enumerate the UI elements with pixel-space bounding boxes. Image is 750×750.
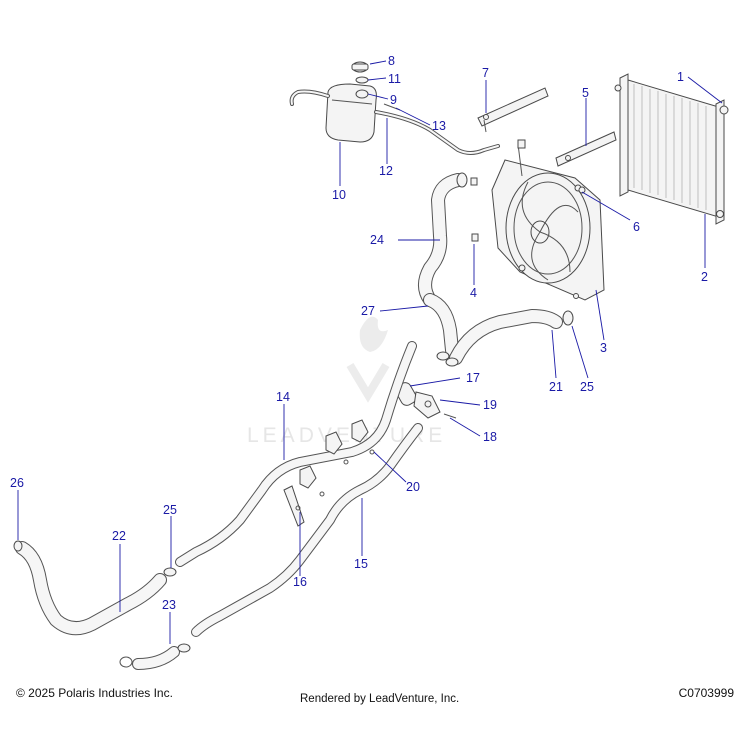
copyright-text: © 2025 Polaris Industries Inc. [16,686,173,700]
sensor-assembly [395,382,457,419]
callout-22[interactable]: 22 [112,529,126,543]
leader-lines [17,60,723,644]
callout-13[interactable]: 13 [432,119,446,133]
callout-4[interactable]: 4 [470,286,477,300]
callout-25-lower[interactable]: 25 [163,503,177,517]
radiator [614,73,729,225]
callout-20[interactable]: 20 [406,480,420,494]
hose-21 [423,293,574,367]
fastener-6 [578,186,586,194]
callout-10[interactable]: 10 [332,188,346,202]
callout-21[interactable]: 21 [549,380,563,394]
watermark-text: LEADVENTURE [247,424,446,447]
callout-23[interactable]: 23 [162,598,176,612]
callout-6[interactable]: 6 [633,220,640,234]
diagram-code: C0703999 [678,686,734,700]
callout-3[interactable]: 3 [600,341,607,355]
callout-9[interactable]: 9 [390,93,397,107]
callout-16[interactable]: 16 [293,575,307,589]
callout-17[interactable]: 17 [466,371,480,385]
callout-11[interactable]: 11 [388,72,401,86]
callout-25-upper[interactable]: 25 [580,380,594,394]
fastener-4 [470,177,479,242]
hose-15 [191,423,423,637]
bracket-side [555,131,617,167]
callout-15[interactable]: 15 [354,557,368,571]
watermark-logo [346,316,390,403]
callout-27[interactable]: 27 [361,304,375,318]
hose-14 [175,341,417,567]
callout-1[interactable]: 1 [677,70,684,84]
callout-5[interactable]: 5 [582,86,589,100]
coolant-reservoir [289,61,377,143]
rendered-by-text: Rendered by LeadVenture, Inc. [300,693,460,705]
callout-14[interactable]: 14 [276,390,290,404]
overflow-hose [374,110,500,155]
hose-24 [418,172,468,307]
callout-7[interactable]: 7 [482,66,489,80]
callout-19[interactable]: 19 [483,398,497,412]
hose-22 [13,540,177,636]
clip-set [283,419,375,527]
hose-23 [119,643,191,670]
callout-8[interactable]: 8 [388,54,395,68]
callout-26[interactable]: 26 [10,476,24,490]
callout-24[interactable]: 24 [370,233,384,247]
callout-12[interactable]: 12 [379,164,393,178]
callout-18[interactable]: 18 [483,430,497,444]
fan-assembly [491,139,605,301]
bracket-upper [477,87,549,133]
callouts: 1 2 3 4 5 6 7 8 9 10 11 12 13 14 15 16 1… [10,54,708,612]
callout-2[interactable]: 2 [701,270,708,284]
